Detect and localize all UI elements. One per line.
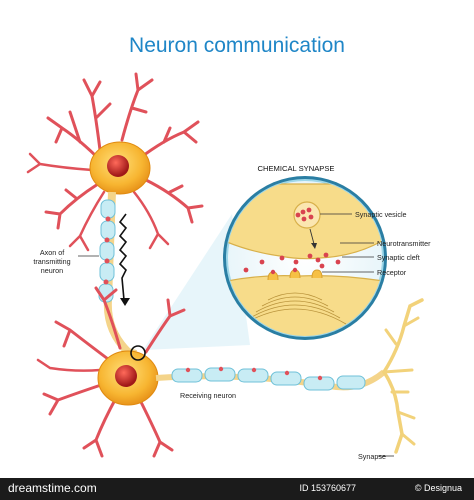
diagram-title: Neuron communication: [129, 34, 345, 57]
stock-image-id: ID 153760677: [299, 483, 356, 493]
synaptic-vesicle-label: Synaptic vesicle: [355, 210, 407, 219]
transmitting-nucleus: [107, 155, 129, 177]
receiving-neuron-dendrites: [36, 286, 186, 458]
neurotransmitter-label: Neurotransmitter: [377, 239, 431, 248]
receiving-nucleus: [115, 365, 137, 387]
transmitting-neuron: [26, 72, 204, 252]
synapse-label: Synapse: [358, 452, 386, 461]
receiving-neuron-label: Receiving neuron: [180, 391, 236, 400]
receiving-axon: [155, 366, 386, 391]
neuron-diagram: Neuron communication Axon of transmittin…: [26, 34, 431, 461]
axon-label-line3: neuron: [41, 266, 63, 275]
stock-footer-bar: dreamstime.com ID 153760677 © Designua: [0, 478, 474, 500]
synapse-highlight-circle: [130, 345, 146, 361]
receptor-label: Receptor: [377, 268, 407, 277]
synaptic-cleft-label: Synaptic cleft: [377, 253, 420, 262]
axon-label-line1: Axon of: [40, 248, 64, 257]
inset-title: CHEMICAL SYNAPSE: [258, 164, 335, 173]
synaptic-vesicle: [293, 201, 321, 229]
inset-content: [227, 183, 383, 336]
axon-label-line2: transmitting: [33, 257, 70, 266]
transmitting-axon: [98, 191, 131, 355]
stock-credit: © Designua: [414, 483, 462, 493]
signal-arrow: [118, 213, 128, 301]
signal-arrowhead: [120, 298, 130, 306]
stock-logo-text: dreamstime.com: [8, 481, 97, 495]
axon-terminal-branches: [382, 298, 424, 454]
